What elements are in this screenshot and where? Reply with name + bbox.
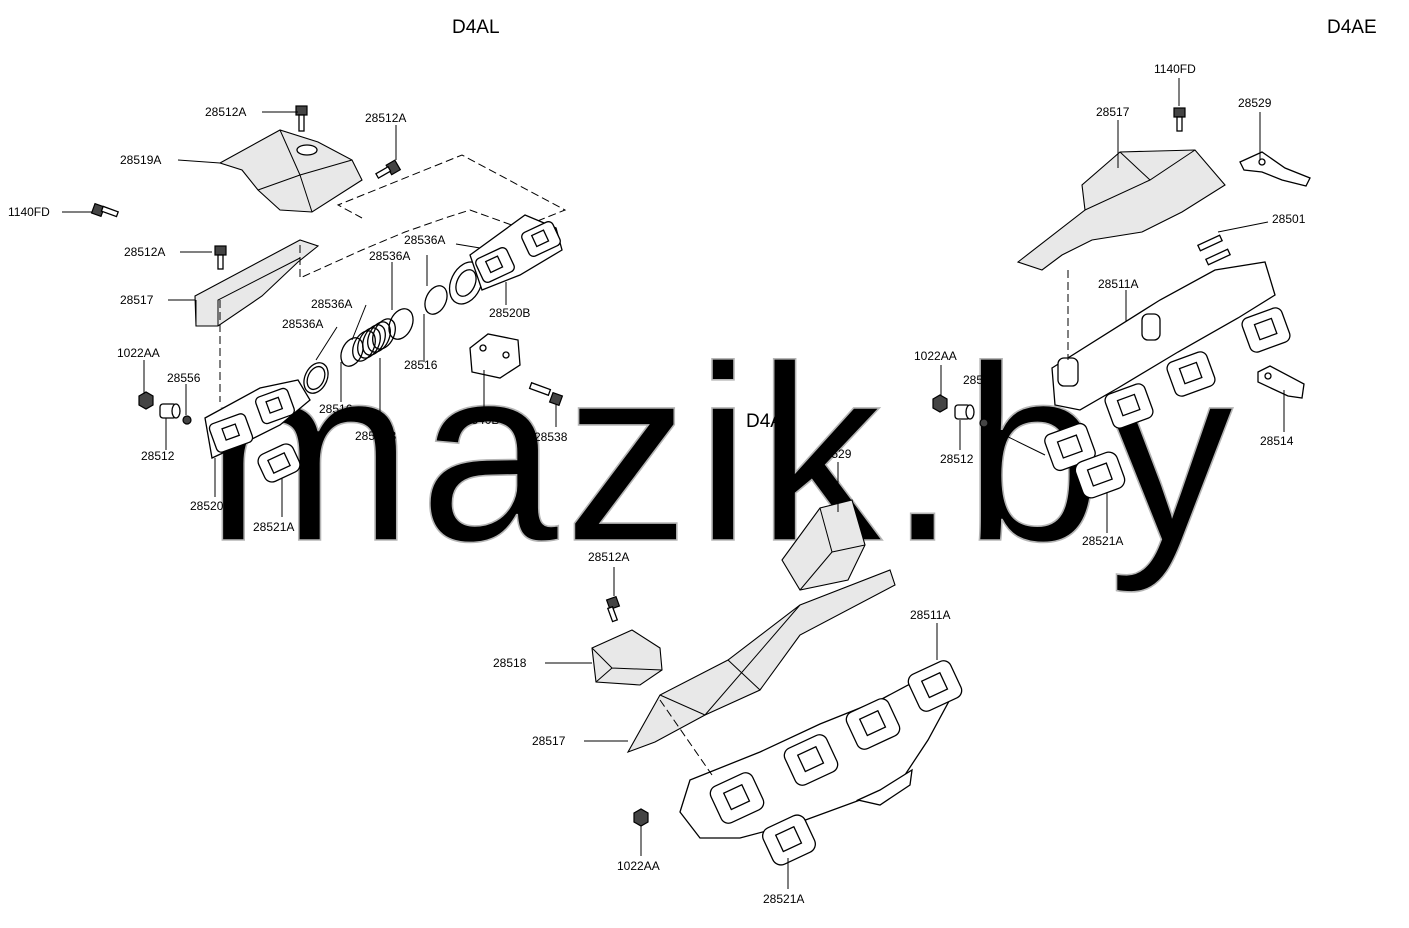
nut-1022aa-d4al (138, 391, 154, 410)
label-28512a-left: 28512A (124, 245, 165, 259)
bolt-28512a-left (214, 245, 227, 270)
nut-1022aa-d4ae (932, 394, 948, 413)
washer-28556-d4al (182, 415, 192, 425)
label-28511a-d4ae: 28511A (1098, 277, 1138, 291)
label-1022aa-d4ae: 1022AA (914, 349, 957, 363)
label-1022aa-d4al: 1022AA (117, 346, 160, 360)
label-28520a: 28520A (190, 499, 231, 513)
heat-shield-28519a (218, 129, 363, 213)
label-28529-d4ae: 28529 (1238, 96, 1272, 110)
group-d4ae (932, 78, 1311, 533)
bolt-28512a-right (375, 159, 402, 179)
label-28514: 28514 (1260, 434, 1294, 448)
heat-shield-28517-d4ae (1016, 149, 1226, 271)
label-28536a-1: 28536A (404, 233, 445, 247)
spacer-28512-d4ae (954, 404, 975, 420)
label-28540b: 28540B (458, 413, 499, 427)
label-28514b: 28514B (355, 429, 396, 443)
gasket-28521a-d4af (762, 814, 816, 866)
heat-shield-28517-d4af (626, 569, 896, 754)
label-28520b: 28520B (489, 306, 530, 320)
ring-28536a-1 (303, 362, 329, 394)
section-title-d4af: D4AF (746, 411, 795, 432)
label-28512-d4al: 28512 (141, 449, 175, 463)
label-1140fd-d4ae: 1140FD (1154, 62, 1196, 76)
label-28512-d4ae: 28512 (940, 452, 974, 466)
label-28529-d4af: 28529 (818, 447, 852, 461)
label-28511a-d4af: 28511A (910, 608, 950, 622)
label-28512a-d4af: 28512A (588, 550, 629, 564)
section-title-d4ae: D4AE (1327, 17, 1377, 38)
bolt-28512a-top (295, 105, 308, 132)
bolt-1140fd-d4ae (1173, 107, 1186, 132)
label-28516-1: 28516 (404, 358, 438, 372)
label-28521a-d4al: 28521A (253, 520, 294, 534)
label-28538: 28538 (534, 430, 568, 444)
manifold-28520a (204, 379, 311, 459)
spacer-28512-d4al (159, 403, 181, 419)
section-title-d4al: D4AL (452, 17, 500, 38)
label-28521a-d4af: 28521A (763, 892, 804, 906)
label-28512a-right: 28512A (365, 111, 406, 125)
label-28536a-3: 28536A (311, 297, 352, 311)
label-28512a-top: 28512A (205, 105, 246, 119)
studs-28501 (1196, 234, 1232, 266)
manifold-28511a-d4ae (1044, 261, 1291, 472)
nut-1022aa-d4af (633, 808, 649, 827)
manifold-28511a-d4af (679, 660, 963, 839)
label-28536a-4: 28536A (282, 317, 323, 331)
washer-28556-d4ae (979, 418, 989, 428)
bracket-28529-d4ae (1239, 151, 1311, 187)
heat-shield-28517-d4al (194, 239, 320, 327)
group-d4al (62, 105, 567, 517)
bolt-28538 (528, 381, 564, 407)
label-28536a-2: 28536A (369, 249, 410, 263)
label-28519a: 28519A (120, 153, 161, 167)
gasket-28521a-d4al (257, 443, 301, 483)
label-1022aa-d4af: 1022AA (617, 859, 660, 873)
label-28518: 28518 (493, 656, 527, 670)
label-28517-d4al: 28517 (120, 293, 154, 307)
bracket-28514 (1257, 365, 1305, 399)
bolt-28512a-d4af (605, 595, 621, 623)
label-28556-d4al: 28556 (167, 371, 201, 385)
gasket-28521a-d4ae (1074, 451, 1126, 499)
label-1140fd-d4al: 1140FD (8, 205, 50, 219)
manifold-28520b (448, 214, 563, 305)
label-28516-2: 28516 (319, 402, 353, 416)
label-28556-d4ae: 28556 (963, 373, 997, 387)
ring-28536a-2 (388, 308, 414, 340)
label-28521a-d4ae: 28521A (1082, 534, 1123, 548)
label-28517-d4af: 28517 (532, 734, 566, 748)
label-28501: 28501 (1272, 212, 1306, 226)
group-d4af (545, 462, 963, 889)
label-28517-d4ae: 28517 (1096, 105, 1130, 119)
bolt-1140fd-d4al (90, 202, 120, 218)
ring-28516-2 (424, 285, 448, 315)
